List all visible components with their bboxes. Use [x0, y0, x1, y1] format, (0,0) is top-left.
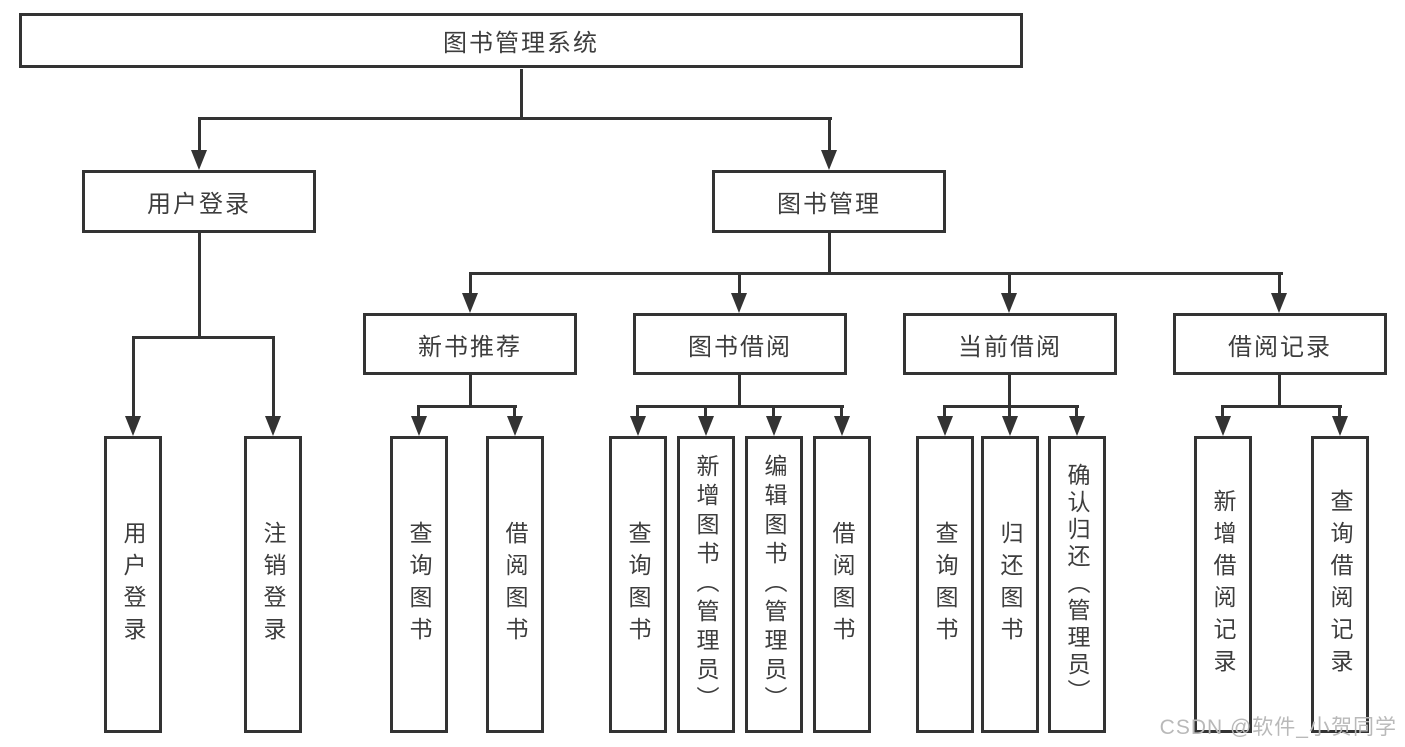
connector-line	[132, 336, 275, 339]
connector-line	[198, 233, 201, 338]
arrow-down-icon	[265, 416, 281, 436]
arrow-down-icon	[125, 416, 141, 436]
node-root-label: 图书管理系统	[443, 30, 599, 57]
node-label: 新增借阅记录	[1210, 488, 1236, 681]
connector-line	[272, 338, 275, 416]
arrow-down-icon	[630, 416, 646, 436]
arrow-down-icon	[834, 416, 850, 436]
connector-line	[417, 405, 517, 408]
connector-line	[1278, 375, 1281, 407]
node-current-borrow: 当前借阅	[903, 313, 1117, 375]
arrow-down-icon	[1332, 416, 1348, 436]
node-label: 查询图书	[406, 520, 432, 649]
csdn-watermark: CSDN @软件_小贺同学	[1159, 716, 1397, 739]
arrow-down-icon	[731, 293, 747, 313]
connector-line	[1008, 407, 1011, 418]
node-book-management: 图书管理	[712, 170, 946, 233]
arrow-down-icon	[191, 150, 207, 170]
connector-line	[636, 405, 844, 408]
connector-line	[943, 407, 946, 418]
connector-line	[520, 69, 523, 119]
node-label: 借阅图书	[502, 520, 528, 649]
connector-line	[1278, 274, 1281, 295]
leaf-add-borrow-record: 新增借阅记录	[1194, 436, 1252, 733]
connector-line	[828, 233, 831, 274]
leaf-query-book: 查询图书	[390, 436, 448, 733]
arrow-down-icon	[462, 293, 478, 313]
node-label: 新书推荐	[418, 333, 522, 361]
node-label: 编辑图书（管理员）	[761, 454, 787, 715]
connector-line	[1075, 407, 1078, 418]
connector-line	[1221, 405, 1342, 408]
arrow-down-icon	[1069, 416, 1085, 436]
leaf-edit-book-admin: 编辑图书（管理员）	[745, 436, 803, 733]
connector-line	[772, 407, 775, 418]
node-label: 确认归还（管理员）	[1064, 463, 1090, 706]
connector-line	[198, 119, 201, 152]
arrow-down-icon	[1001, 293, 1017, 313]
arrow-down-icon	[698, 416, 714, 436]
leaf-add-book-admin: 新增图书（管理员）	[677, 436, 735, 733]
arrow-down-icon	[1215, 416, 1231, 436]
node-new-book-recommend: 新书推荐	[363, 313, 577, 375]
node-label: 归还图书	[997, 520, 1023, 649]
connector-line	[469, 375, 472, 407]
connector-line	[469, 272, 1283, 275]
node-label: 新增图书（管理员）	[693, 454, 719, 715]
leaf-borrow-book: 借阅图书	[813, 436, 871, 733]
node-label: 借阅图书	[829, 520, 855, 649]
arrow-down-icon	[1002, 416, 1018, 436]
arrow-down-icon	[507, 416, 523, 436]
node-label: 用户登录	[147, 191, 251, 218]
node-label: 用户登录	[120, 520, 146, 649]
leaf-logout: 注销登录	[244, 436, 302, 733]
node-label: 图书管理	[777, 191, 881, 218]
leaf-user-login: 用户登录	[104, 436, 162, 733]
connector-line	[469, 274, 472, 295]
node-label: 借阅记录	[1228, 333, 1332, 361]
node-label: 查询借阅记录	[1327, 488, 1353, 681]
connector-line	[943, 405, 1079, 408]
node-root: 图书管理系统	[19, 13, 1023, 68]
connector-line	[636, 407, 639, 418]
connector-line	[738, 274, 741, 295]
node-label: 查询图书	[932, 520, 958, 649]
node-borrow-records: 借阅记录	[1173, 313, 1387, 375]
connector-line	[198, 117, 832, 120]
leaf-confirm-return-admin: 确认归还（管理员）	[1048, 436, 1106, 733]
node-user-login: 用户登录	[82, 170, 316, 233]
connector-line	[1008, 375, 1011, 407]
arrow-down-icon	[937, 416, 953, 436]
connector-line	[738, 375, 741, 407]
arrow-down-icon	[411, 416, 427, 436]
node-label: 图书借阅	[688, 333, 792, 361]
leaf-query-book: 查询图书	[916, 436, 974, 733]
node-label: 注销登录	[260, 520, 286, 649]
connector-line	[828, 119, 831, 152]
connector-line	[1221, 407, 1224, 418]
leaf-query-borrow-record: 查询借阅记录	[1311, 436, 1369, 733]
arrow-down-icon	[1271, 293, 1287, 313]
node-label: 查询图书	[625, 520, 651, 649]
connector-line	[1338, 407, 1341, 418]
connector-line	[840, 407, 843, 418]
connector-line	[513, 407, 516, 418]
node-label: 当前借阅	[958, 333, 1062, 361]
leaf-borrow-book: 借阅图书	[486, 436, 544, 733]
leaf-query-book: 查询图书	[609, 436, 667, 733]
node-book-borrow: 图书借阅	[633, 313, 847, 375]
connector-line	[132, 338, 135, 416]
leaf-return-book: 归还图书	[981, 436, 1039, 733]
arrow-down-icon	[821, 150, 837, 170]
connector-line	[417, 407, 420, 418]
arrow-down-icon	[766, 416, 782, 436]
connector-line	[704, 407, 707, 418]
connector-line	[1008, 274, 1011, 295]
